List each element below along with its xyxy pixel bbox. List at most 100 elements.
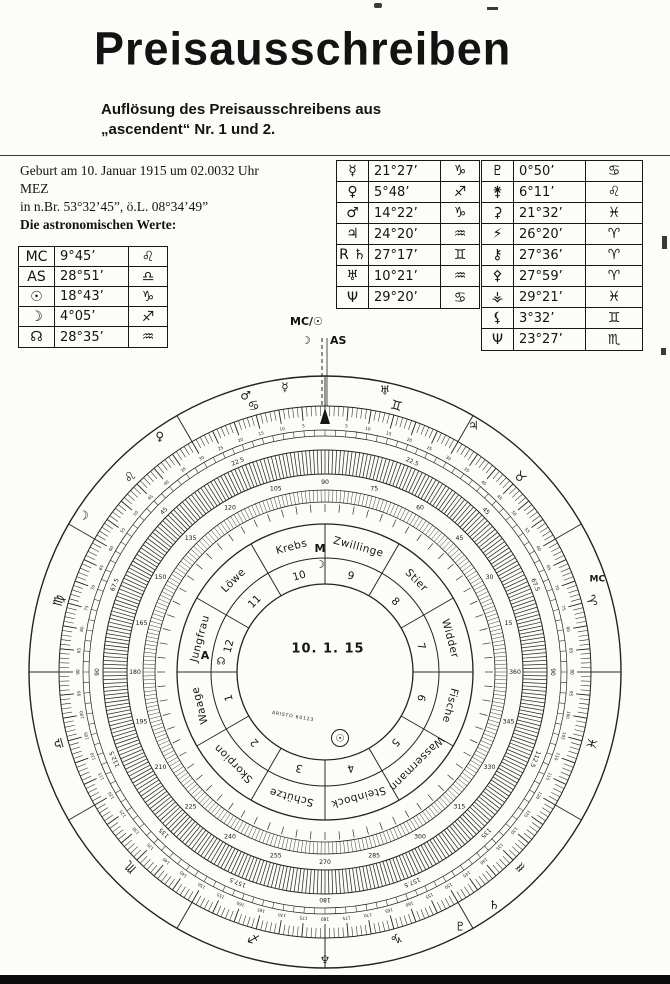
body-glyph: ⚴ [482,266,514,287]
body-glyph: ⚵ [482,182,514,203]
body-glyph: R ♄ [337,245,369,266]
outer-scale-number: 80 [79,626,85,632]
body-glyph: Ψ [482,329,514,350]
house-number: 11 [246,593,264,611]
sun-marker-glyph: ☉ [336,734,345,745]
outer-scale-number: 125 [523,809,532,819]
outer-scale-number: 85 [76,647,81,653]
body-glyph: ⚸ [482,308,514,329]
outer-scale-number: 55 [524,527,531,535]
outer-scale-number: 15 [386,430,393,436]
outer-scale-number: 60 [535,545,542,552]
degree-ring-number: 105 [270,486,282,493]
sign-glyph: ♎ [129,267,167,287]
sign-glyph: ♒ [441,266,479,287]
outer-scale-number: 125 [118,809,127,819]
outer-scale-number: 30 [445,455,452,462]
divider-rule [0,155,670,156]
degree-ring-number: 255 [270,853,282,860]
degree-ring-number: 285 [368,853,380,860]
body-glyph: ☉ [19,287,55,307]
mid-scale-number: 112.5 [528,750,541,769]
outer-scale-number: 25 [426,445,433,452]
body-glyph: MC [19,247,55,267]
degree-ring-number: 270 [319,859,331,866]
degree-ring-number: 15 [505,620,513,627]
outer-scale-number: 70 [90,584,97,591]
house-number: 5 [389,736,402,749]
house-number: 1 [222,693,235,703]
outer-scale-number: 95 [568,691,573,697]
position-value: 28°35’ [55,327,129,347]
mid-scale-number: 90 [549,668,556,676]
outer-scale-number: 90 [570,669,575,675]
astro-values-table-middle: ☿21°27’♑♀5°48’♐♂14°22’♑♃24°20’♒R ♄27°17’… [336,160,480,309]
moon-marker-glyph: ☽ [315,558,325,571]
house-sign-name: Stier [403,567,431,595]
sign-glyph: ♋ [453,289,467,306]
outer-scale-number: 130 [131,826,140,836]
degree-ring-number: 30 [486,574,494,581]
outer-scale-number: 135 [495,842,504,851]
birth-data-block: Geburt am 10. Januar 1915 um 02.0032 Uhr… [20,162,259,234]
outer-scale-number: 155 [216,892,226,900]
degree-ring-number: 45 [455,535,463,542]
house-number: 10 [291,569,307,584]
neptune-rim-glyph: ♆ [320,953,331,967]
venus-rim-glyph: ♀ [155,429,164,443]
brand-label: ARISTO 60123 [271,710,314,723]
outer-scale-number: 65 [546,564,553,571]
scan-artifact [487,7,498,10]
position-value: 26°20’ [514,224,586,245]
zodiac-sign-glyph: ♊ [389,398,404,416]
saturn-rim-glyph: ♄ [489,898,500,912]
mc-sun-pointer-label: MC/☉ [290,315,323,328]
house-sign-name: Widder [439,618,461,660]
house-sign-name: Krebs [275,537,309,557]
birth-line-3: in n.Br. 53°32’45”, ö.L. 08°34’49” [20,199,209,215]
degree-ring-number: 90 [321,479,329,486]
center-date: 10. 1. 15 [291,642,364,657]
outer-scale-number: 95 [76,690,81,696]
mc-marker: M [315,542,326,555]
mid-scale-number: 22.5 [230,456,245,468]
astro-values-table-right: ♇0°50’♋⚵6°11’♌⚳21°32’♓⚡26°20’♈⚷27°36’♈⚴2… [481,160,643,351]
outer-scale-number: 20 [237,436,244,443]
sign-glyph: ♏ [607,331,621,348]
outer-scale-number: 170 [277,912,286,918]
zodiac-sign-glyph: ♈ [582,593,600,608]
outer-scale-number: 20 [406,437,413,444]
position-value: 3°32’ [514,308,586,329]
sign-glyph: ♌ [129,247,167,267]
position-value: 18°43’ [55,287,129,307]
jupiter-rim-glyph: ♃ [468,418,479,432]
degree-ring-number: 60 [416,505,424,512]
degree-ring-number: 345 [503,718,515,725]
degree-ring-number: 360 [509,669,521,676]
mars-rim-glyph: ♂ [240,388,251,402]
scan-edge-bar [0,975,670,984]
mid-scale-number: 67.5 [529,577,541,592]
body-glyph: Ψ [337,287,369,308]
as-marker: A [201,649,210,662]
outer-scale-number: 30 [198,454,205,461]
outer-scale-number: 10 [365,426,371,432]
mid-scale-number: 180 [319,896,331,903]
house-number: 4 [346,761,356,774]
outer-scale-number: 85 [568,648,573,654]
subtitle-line-1: Auflösung des Preisausschreibens aus [101,101,382,118]
outer-scale-number: 130 [510,826,519,836]
scan-artifact [662,236,667,249]
outer-scale-number: 175 [299,915,308,921]
position-value: 5°48’ [369,182,441,203]
degree-ring-number: 195 [136,718,148,725]
zodiac-sign-glyph: ♍ [51,593,69,608]
outer-scale-number: 140 [479,857,489,866]
zodiac-sign-glyph: ♎ [51,736,69,751]
outer-scale-number: 50 [132,509,139,517]
sign-glyph: ♈ [586,245,642,266]
house-sign-name: Steinbock [329,784,387,810]
outer-scale-number: 5 [345,423,348,428]
zodiac-sign-glyph: ♐ [246,929,261,947]
subtitle-line-2: „ascendent“ Nr. 1 und 2. [101,120,276,138]
